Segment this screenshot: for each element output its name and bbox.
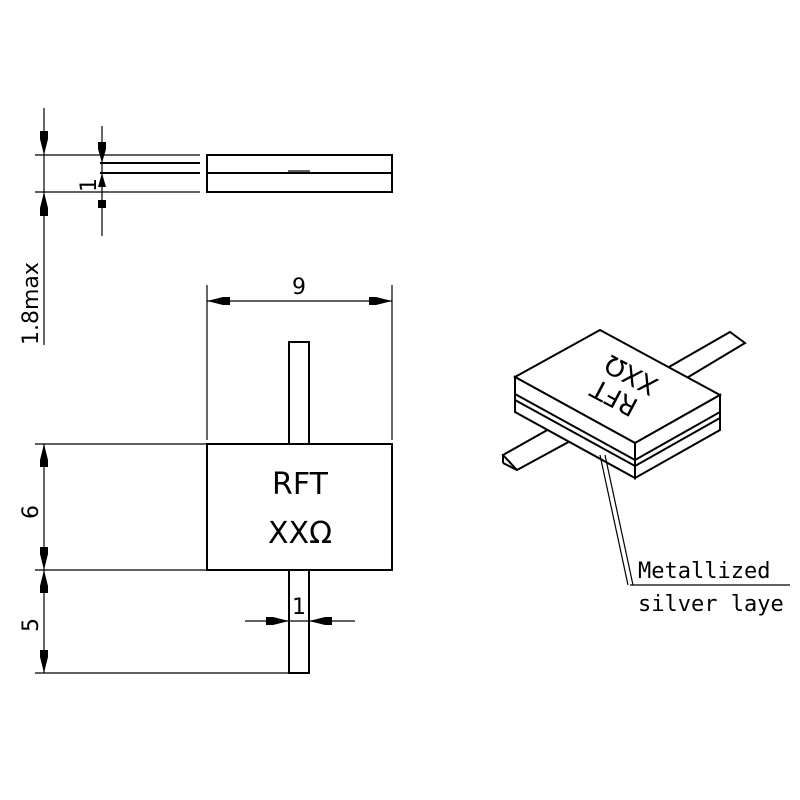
- lead-length-arrow-top: [40, 570, 48, 586]
- width-tick-left: [223, 297, 230, 305]
- iso-layer-line-upper: [514, 393, 721, 462]
- body-height-tick-bottom: [40, 547, 48, 554]
- max-thickness-arrow-bottom: [40, 192, 48, 208]
- width-label: 9: [292, 275, 306, 300]
- width-arrow-left: [207, 297, 223, 305]
- callout-leader-1: [599, 454, 629, 586]
- lead-thickness-arrow-bottom: [98, 173, 106, 187]
- iso-front-lead-edge-bottom: [502, 462, 518, 471]
- max-thickness-arrow-top: [40, 139, 48, 155]
- marking-line2: XXΩ: [268, 516, 332, 551]
- max-thickness-tick-bottom: [40, 208, 48, 216]
- lead-thickness-tick-top: [98, 142, 106, 149]
- lead-width-tick-right: [325, 617, 332, 625]
- callout: Metallized silver laye: [599, 454, 790, 617]
- lead-width-tick-left: [266, 617, 273, 625]
- max-thickness-label: 1.8max: [19, 262, 44, 345]
- lead-length-label: 5: [19, 618, 44, 632]
- lead-width-label: 1: [292, 595, 306, 620]
- body-height-arrow-top: [40, 444, 48, 460]
- height-dimensions: 6 5: [19, 443, 289, 674]
- lead-length-tick-bottom: [40, 650, 48, 657]
- top-lead: [288, 341, 310, 445]
- lead-width-arrow-right: [309, 617, 325, 625]
- side-view: [35, 154, 393, 193]
- max-thickness-dimension: 1.8max: [19, 108, 48, 345]
- callout-line1: Metallized: [638, 559, 770, 584]
- marking-line1: RFT: [272, 467, 329, 502]
- lead-thickness-tick-bottom: [98, 200, 106, 208]
- width-dimension: 9: [206, 275, 393, 440]
- top-view-body: [206, 443, 393, 571]
- lead-width-arrow-left: [273, 617, 289, 625]
- width-arrow-right: [376, 297, 392, 305]
- lead-length-arrow-bottom: [40, 657, 48, 673]
- callout-leader-2: [604, 454, 634, 586]
- lead-thickness-arrow-top: [98, 149, 106, 163]
- lead-thickness-dimension: 1: [77, 126, 106, 236]
- body-height-arrow-bottom: [40, 554, 48, 570]
- lead-width-dimension: 1: [245, 595, 355, 625]
- body-height-tick-top: [40, 460, 48, 467]
- iso-layer-line-lower: [514, 399, 721, 468]
- top-view: RFT XXΩ: [206, 341, 393, 674]
- lead-length-tick-top: [40, 586, 48, 593]
- width-tick-right: [369, 297, 376, 305]
- body-height-label: 6: [19, 505, 44, 519]
- callout-line2: silver laye: [638, 592, 784, 617]
- max-thickness-tick-top: [40, 131, 48, 139]
- lead-thickness-label: 1: [77, 178, 102, 192]
- isometric-view: RFT XXΩ: [501, 328, 747, 480]
